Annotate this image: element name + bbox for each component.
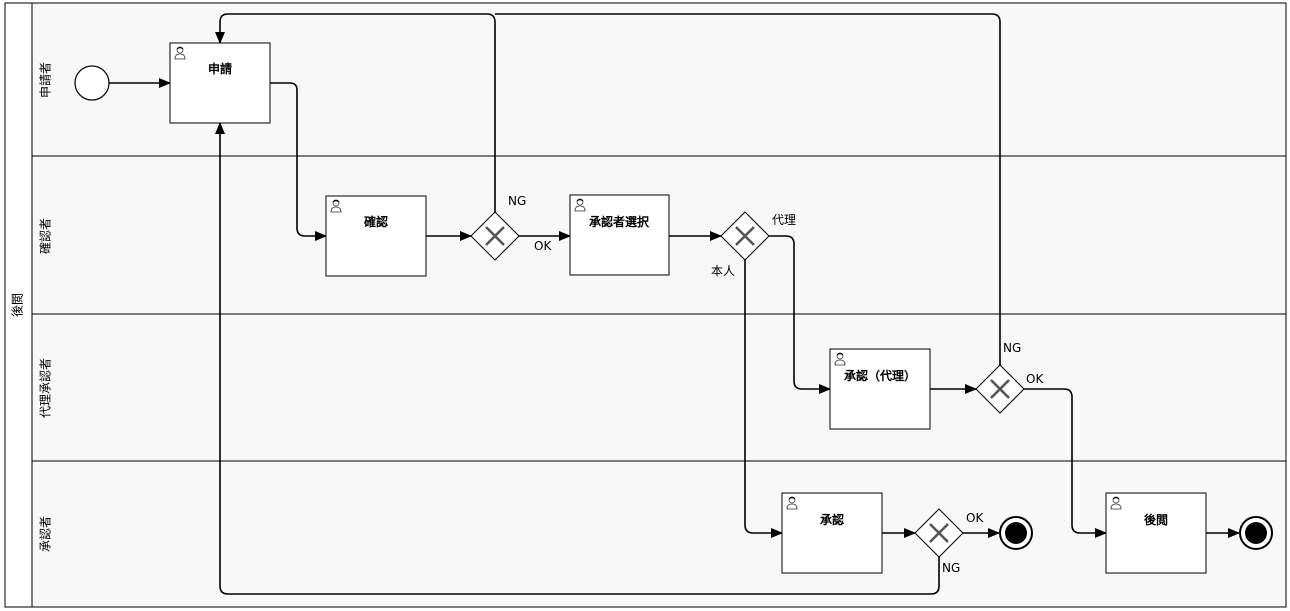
lane-title-approver: 承認者	[38, 516, 53, 552]
edge-label-g3-ok: OK	[1026, 372, 1044, 386]
edge-label-g1-ng: NG	[508, 194, 526, 208]
edge-g4-ng-to-apply	[215, 122, 940, 595]
start-event[interactable]	[74, 65, 110, 101]
task-apply[interactable]: 申請	[169, 42, 271, 124]
task-label-apply: 申請	[208, 61, 232, 76]
edges	[109, 13, 1240, 595]
edge-g2-self-to-approve	[744, 260, 783, 538]
edge-label-g2-proxy: 代理	[772, 213, 796, 227]
lane-title-applicant: 申請者	[39, 62, 53, 98]
task-label-proxy-approve: 承認（代理）	[844, 368, 916, 383]
gateway-approve-result[interactable]	[914, 508, 964, 558]
task-check[interactable]: 確認	[325, 195, 427, 277]
user-icon	[330, 199, 342, 213]
x-icon	[735, 226, 755, 246]
edge-label-g2-self: 本人	[711, 264, 735, 278]
end-event-approve[interactable]	[999, 516, 1033, 550]
gateway-approver-type[interactable]	[720, 211, 770, 261]
edge-label-g4-ok: OK	[966, 511, 984, 525]
pool-title: 後閲	[11, 293, 25, 317]
task-review[interactable]: 後閲	[1105, 492, 1207, 574]
x-icon	[929, 523, 949, 543]
task-label-select-approver: 承認者選択	[589, 214, 650, 229]
edge-g1-ng-to-apply	[215, 13, 496, 212]
lane-proxy	[31, 313, 1287, 462]
edge-g3-ng-to-apply	[495, 13, 1001, 365]
x-icon	[485, 226, 505, 246]
end-event-review[interactable]	[1239, 516, 1273, 550]
user-icon	[786, 496, 798, 510]
task-label-check: 確認	[364, 214, 388, 229]
edge-label-g4-ng: NG	[942, 561, 960, 575]
task-approve[interactable]: 承認	[781, 492, 883, 574]
task-label-approve: 承認	[820, 512, 844, 527]
edge-label-g3-ng: NG	[1003, 341, 1021, 355]
edge-apply-to-check	[270, 82, 327, 241]
lane-approver	[31, 460, 1287, 608]
gateway-check-result[interactable]	[470, 211, 520, 261]
task-select-approver[interactable]: 承認者選択	[569, 194, 670, 276]
edge-g3-ok-to-review	[1024, 388, 1107, 538]
lane-title-checker: 確認者	[38, 218, 53, 254]
user-icon	[174, 46, 186, 60]
edge-g2-proxy-to-proxy-approve	[769, 235, 831, 394]
edge-label-g1-ok: OK	[534, 239, 552, 253]
task-proxy-approve[interactable]: 承認（代理）	[829, 348, 931, 430]
user-icon	[574, 198, 586, 212]
user-icon	[834, 352, 846, 366]
task-label-review: 後閲	[1144, 512, 1168, 527]
user-icon	[1110, 496, 1122, 510]
x-icon	[990, 379, 1010, 399]
lane-title-proxy: 代理承認者	[38, 358, 53, 418]
gateway-proxy-result[interactable]	[975, 364, 1025, 414]
